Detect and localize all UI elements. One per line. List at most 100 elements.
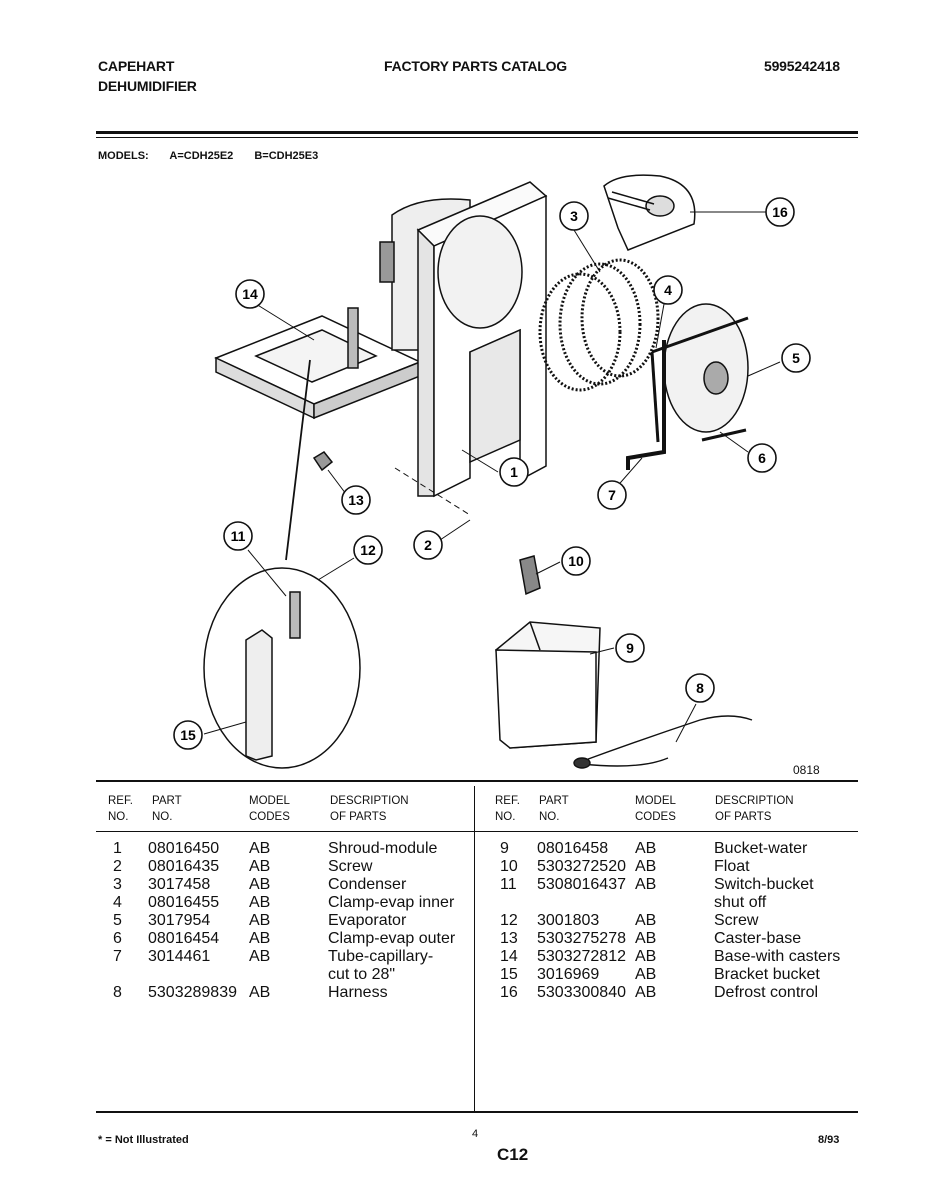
callout-8: 8 [685, 673, 715, 703]
defrost-control-inset [603, 174, 696, 251]
header-rule-thin [96, 137, 858, 138]
callout-3: 3 [559, 201, 589, 231]
model-codes: AB [635, 966, 657, 983]
svg-text:13: 13 [348, 492, 364, 508]
description: Switch-bucket [714, 876, 814, 893]
exploded-parts-diagram: 1 2 3 4 5 6 7 8 9 10 11 12 13 14 15 16 [173, 174, 811, 769]
description: Bracket bucket [714, 966, 820, 983]
model-codes: AB [635, 876, 657, 893]
revision-date: 8/93 [818, 1134, 840, 1146]
callout-4: 4 [653, 275, 683, 305]
model-b: B=CDH25E3 [254, 150, 319, 162]
svg-text:10: 10 [568, 553, 584, 569]
part-no: 5308016437 [537, 876, 626, 893]
svg-text:4: 4 [664, 282, 672, 298]
ref-no: 6 [113, 930, 122, 947]
callout-5: 5 [781, 343, 811, 373]
svg-text:6: 6 [758, 450, 766, 466]
svg-text:14: 14 [242, 286, 258, 302]
harness-drawing [573, 715, 753, 769]
description: Evaporator [328, 912, 407, 929]
description: Condenser [328, 876, 407, 893]
part-no: 5303275278 [537, 930, 626, 947]
callout-12: 12 [353, 535, 383, 565]
svg-text:7: 7 [608, 487, 616, 503]
ref-no: 12 [500, 912, 518, 929]
ref-no: 3 [113, 876, 122, 893]
model-codes: AB [635, 948, 657, 965]
caster-drawing [312, 451, 334, 472]
ref-no: 15 [500, 966, 518, 983]
brand-name: CAPEHART [98, 58, 175, 74]
part-no: 3016969 [537, 966, 600, 983]
part-no: 08016435 [148, 858, 220, 875]
leader-lines [203, 211, 781, 743]
description: Shroud-module [328, 840, 438, 857]
ref-no: 11 [500, 876, 517, 893]
description: Harness [328, 984, 388, 1001]
ref-no: 1 [113, 840, 122, 857]
callout-2: 2 [413, 530, 443, 560]
svg-text:11: 11 [231, 528, 246, 544]
callout-16: 16 [765, 197, 795, 227]
ref-no: 10 [500, 858, 518, 875]
callout-1: 1 [499, 457, 529, 487]
ref-no: 4 [113, 894, 122, 911]
table-divider [474, 786, 475, 1111]
models-label: MODELS: [98, 150, 149, 162]
part-no: 08016455 [148, 894, 220, 911]
description: cut to 28" [328, 966, 396, 983]
header-underline [96, 831, 858, 832]
page-code: C12 [497, 1145, 529, 1164]
callout-14: 14 [235, 279, 265, 309]
ref-header-left: REF.NO. [108, 795, 133, 823]
product-type: DEHUMIDIFIER [98, 78, 197, 94]
model-codes: AB [249, 948, 271, 965]
header-rule-thick [96, 131, 858, 134]
ref-no: 16 [500, 984, 518, 1001]
figure-id: 0818 [793, 763, 820, 777]
model-codes: AB [249, 930, 271, 947]
model-codes: AB [249, 984, 271, 1001]
model-a: A=CDH25E2 [169, 150, 234, 162]
description: Float [714, 858, 750, 875]
ref-no: 8 [113, 984, 122, 1001]
ref-no: 2 [113, 858, 122, 875]
part-no: 08016454 [148, 930, 220, 947]
part-no: 5303300840 [537, 984, 626, 1001]
ref-no: 14 [500, 948, 518, 965]
model-codes: AB [635, 840, 657, 857]
description: Clamp-evap outer [328, 930, 456, 947]
model-codes: AB [249, 858, 271, 875]
shroud-module-drawing [394, 181, 548, 516]
model-codes: AB [635, 930, 657, 947]
evaporator-drawing [626, 303, 749, 470]
model-codes: AB [249, 876, 271, 893]
part-no: 5303272520 [537, 858, 626, 875]
callout-6: 6 [747, 443, 777, 473]
bracket-bucket-magnified [203, 567, 361, 769]
description: shut off [714, 894, 767, 911]
svg-text:15: 15 [180, 727, 196, 743]
base-with-casters-drawing [214, 307, 422, 561]
svg-text:9: 9 [626, 640, 634, 656]
callout-13: 13 [341, 485, 371, 515]
description: Caster-base [714, 930, 802, 947]
catalog-title: FACTORY PARTS CATALOG [384, 58, 567, 74]
model-codes: AB [635, 984, 657, 1001]
description: Clamp-evap inner [328, 894, 455, 911]
ref-header-right: REF.NO. [495, 795, 520, 823]
part-no: 3017954 [148, 912, 211, 929]
description: Screw [714, 912, 759, 929]
ref-no: 7 [113, 948, 122, 965]
document-number: 5995242418 [764, 58, 840, 74]
svg-text:3: 3 [570, 208, 578, 224]
svg-text:1: 1 [510, 464, 518, 480]
svg-text:2: 2 [424, 537, 432, 553]
model-codes: AB [249, 894, 271, 911]
